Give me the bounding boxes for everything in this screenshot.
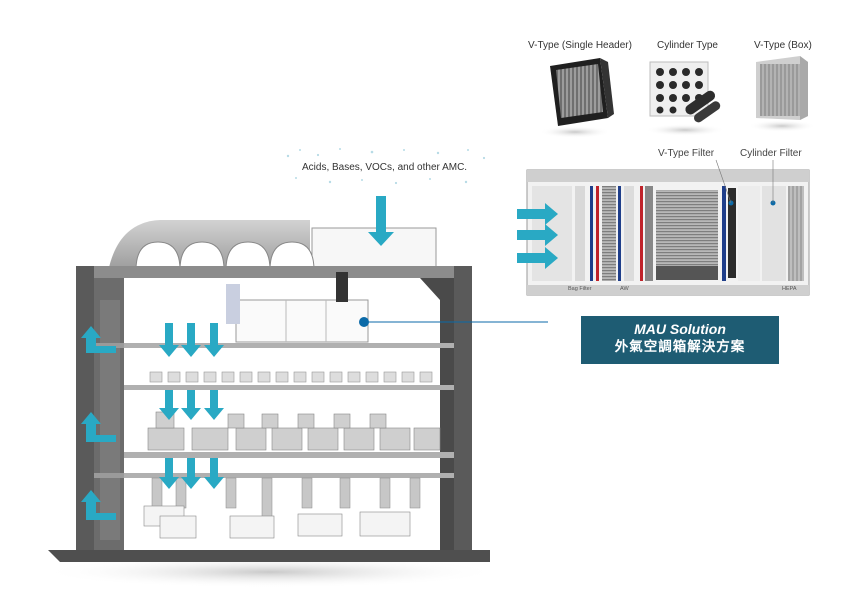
hepa-label: HEPA	[782, 286, 797, 292]
attic-mau-box	[235, 299, 369, 343]
v-type-single-header-filter-icon	[539, 58, 614, 138]
cylinder-filter-label: Cylinder Filter	[740, 148, 802, 159]
v-type-filter-label: V-Type Filter	[658, 148, 715, 159]
cylinder-type-filter-icon	[645, 61, 725, 136]
product-label-v-type-box: V-Type (Box)	[754, 40, 812, 51]
subfab-units	[143, 505, 411, 539]
return-arrows	[81, 326, 116, 520]
process-equipment	[147, 411, 441, 451]
mau-solution-box: MAU Solution 外氣空調箱解決方案	[581, 316, 779, 364]
amc-label: Acids, Bases, VOCs, and other AMC.	[302, 162, 468, 173]
ffu-row	[149, 371, 433, 383]
product-label-v-type-single-header: V-Type (Single Header)	[528, 40, 632, 51]
mau-solution-title: MAU Solution	[634, 321, 726, 337]
mau-marker-dot	[359, 317, 369, 327]
mau-unit-cross-section	[526, 159, 810, 296]
down-arrows	[159, 196, 394, 489]
roof-intake-box	[311, 227, 437, 269]
aw-label: AW	[620, 286, 629, 292]
bag-filter-label: Bag Filter	[568, 286, 592, 292]
v-type-box-filter-icon	[748, 56, 816, 132]
mau-solution-subtitle: 外氣空調箱解決方案	[614, 339, 746, 355]
product-label-cylinder-type: Cylinder Type	[657, 40, 718, 51]
mau-inflow-arrows	[517, 203, 558, 269]
